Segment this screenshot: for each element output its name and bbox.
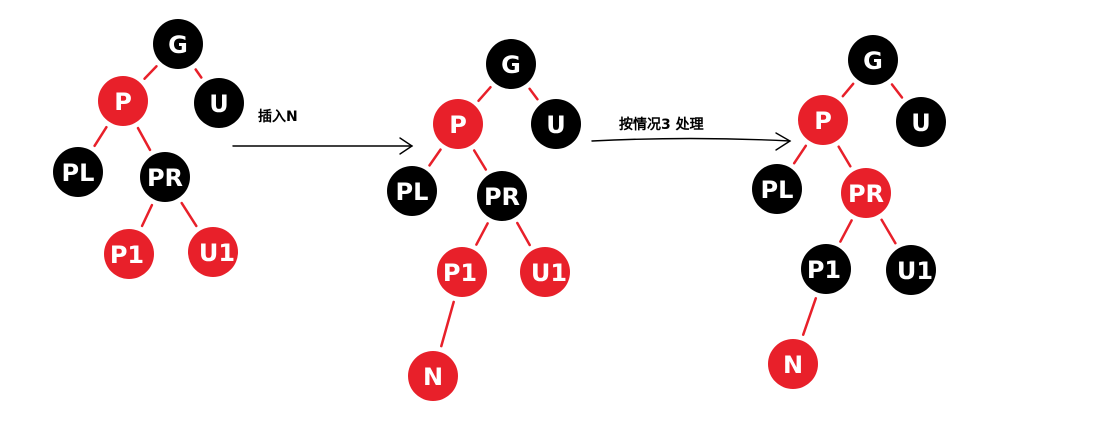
after-insert-edge-G-P	[477, 85, 492, 103]
step-case3-arrow	[591, 137, 791, 142]
after-insert-node-label-U: U	[546, 111, 566, 139]
step-case3-arrow-group: 按情况3 处理	[591, 116, 792, 151]
after-insert-node-circle-P1	[437, 247, 487, 297]
before-insert-edge-PR-P1	[140, 203, 154, 228]
before-insert-node-P: P	[98, 76, 148, 126]
after-case-3-node-circle-N	[768, 339, 818, 389]
after-insert-node-circle-PL	[387, 166, 437, 216]
after-case-3-node-P: P	[798, 95, 848, 145]
after-insert-node-PL: PL	[387, 166, 437, 216]
after-case-3-node-label-PL: PL	[761, 176, 794, 204]
before-insert-node-circle-U	[194, 78, 244, 128]
after-insert-node-label-N: N	[423, 363, 443, 391]
after-case-3-node-PR: PR	[841, 168, 891, 218]
after-case-3-node-circle-P	[798, 95, 848, 145]
after-case-3-node-PL: PL	[752, 164, 802, 214]
after-insert-node-circle-P	[433, 99, 483, 149]
after-case-3-node-label-U1: U1	[897, 257, 933, 285]
after-case-3-node-label-U: U	[911, 109, 931, 137]
after-case-3-node-circle-PL	[752, 164, 802, 214]
after-insert-node-circle-U1	[520, 247, 570, 297]
after-insert-edge-PR-U1	[516, 221, 531, 247]
before-insert-node-U: U	[194, 78, 244, 128]
before-insert-node-circle-P1	[104, 229, 154, 279]
after-case-3-node-U: U	[896, 97, 946, 147]
after-insert-node-label-PL: PL	[396, 178, 429, 206]
after-insert-node-N: N	[408, 351, 458, 401]
after-case-3-edge-P-PR	[837, 145, 852, 168]
after-case-3-edge-G-U	[890, 83, 904, 99]
after-insert-node-U: U	[531, 99, 581, 149]
after-case-3-node-circle-PR	[841, 168, 891, 218]
before-insert-node-label-G: G	[168, 31, 188, 59]
after-case-3-node-label-PR: PR	[848, 180, 884, 208]
after-insert-edge-G-U	[528, 87, 539, 101]
before-insert-node-label-PR: PR	[147, 164, 183, 192]
edges-layer	[93, 65, 904, 348]
after-insert-node-P1: P1	[437, 247, 487, 297]
after-case-3-edge-P1-N	[801, 297, 818, 336]
after-insert-node-label-P: P	[449, 111, 467, 139]
after-case-3-node-G: G	[848, 35, 898, 85]
after-case-3-edge-PR-P1	[839, 219, 853, 243]
step-case3-arrowhead	[775, 132, 792, 151]
step-insert-arrow-group: 插入N	[232, 108, 414, 155]
after-case-3-node-label-P: P	[814, 107, 832, 135]
before-insert-edge-PR-U1	[180, 201, 198, 228]
before-insert-node-label-P1: P1	[110, 241, 144, 269]
after-insert-node-circle-PR	[477, 171, 527, 221]
before-insert-node-PL: PL	[53, 147, 103, 197]
before-insert-node-label-U1: U1	[199, 239, 235, 267]
before-insert-node-circle-PL	[53, 147, 103, 197]
after-case-3-node-label-P1: P1	[807, 256, 841, 284]
before-insert-node-label-PL: PL	[62, 159, 95, 187]
after-case-3-node-label-G: G	[863, 47, 883, 75]
after-insert-edge-PR-P1	[475, 222, 489, 246]
after-insert-node-label-U1: U1	[531, 259, 567, 287]
before-insert-node-P1: P1	[104, 229, 154, 279]
after-case-3-edge-G-P	[841, 82, 855, 98]
after-case-3-edge-P-PL	[792, 144, 808, 165]
after-case-3-node-circle-G	[848, 35, 898, 85]
before-insert-edge-P-PR	[136, 126, 152, 152]
after-insert-node-circle-U	[531, 99, 581, 149]
after-case-3-node-P1: P1	[801, 244, 851, 294]
after-insert-node-P: P	[433, 99, 483, 149]
after-insert-node-circle-G	[486, 39, 536, 89]
after-case-3-edge-PR-U1	[880, 218, 897, 245]
before-insert-node-label-U: U	[209, 90, 229, 118]
before-insert-node-circle-PR	[140, 152, 190, 202]
after-insert-node-label-P1: P1	[443, 259, 477, 287]
before-insert-node-PR: PR	[140, 152, 190, 202]
before-insert-node-U1: U1	[188, 227, 238, 277]
after-case-3-node-N: N	[768, 339, 818, 389]
after-case-3-node-label-N: N	[783, 351, 803, 379]
after-insert-edge-P-PL	[428, 148, 442, 167]
after-insert-node-circle-N	[408, 351, 458, 401]
after-insert-node-label-PR: PR	[484, 183, 520, 211]
before-insert-node-label-P: P	[114, 88, 132, 116]
after-case-3-node-circle-P1	[801, 244, 851, 294]
step-insert-label: 插入N	[258, 108, 298, 125]
after-case-3-node-circle-U	[896, 97, 946, 147]
before-insert-node-circle-U1	[188, 227, 238, 277]
before-insert-edge-P-PL	[93, 125, 108, 148]
after-insert-edge-P-PR	[472, 149, 488, 171]
after-case-3-node-circle-U1	[886, 245, 936, 295]
before-insert-node-circle-G	[153, 19, 203, 69]
before-insert-node-circle-P	[98, 76, 148, 126]
after-insert-node-G: G	[486, 39, 536, 89]
before-insert-edge-G-U	[194, 68, 203, 79]
after-case-3-node-U1: U1	[886, 245, 936, 295]
after-insert-edge-P1-N	[440, 300, 455, 348]
after-insert-node-U1: U1	[520, 247, 570, 297]
after-insert-node-label-G: G	[501, 51, 521, 79]
step-case3-label: 按情况3 处理	[619, 116, 704, 133]
after-insert-node-PR: PR	[477, 171, 527, 221]
step-insert-arrowhead	[399, 137, 414, 155]
before-insert-node-G: G	[153, 19, 203, 69]
before-insert-edge-G-P	[143, 65, 158, 80]
